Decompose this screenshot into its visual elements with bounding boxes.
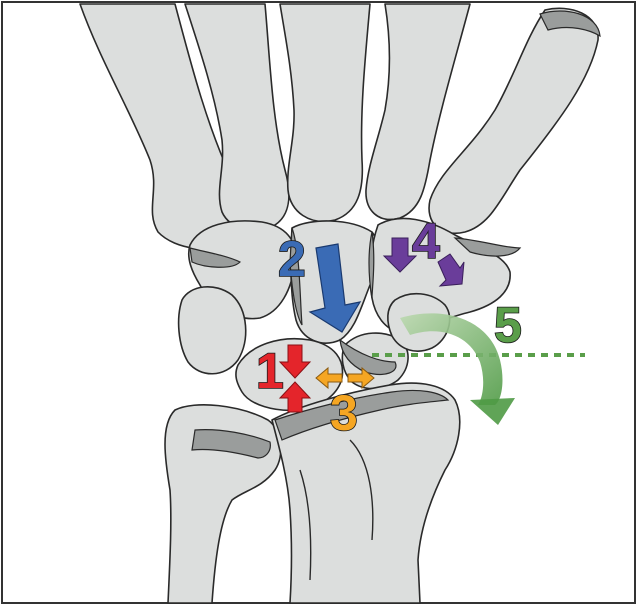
trapezium xyxy=(179,287,246,374)
label-four: 4 xyxy=(412,213,440,269)
forearm-bones xyxy=(165,383,460,603)
label-five: 5 xyxy=(494,297,522,353)
label-two: 2 xyxy=(278,231,306,287)
label-one: 1 xyxy=(256,343,284,399)
metacarpal-3b xyxy=(280,4,370,221)
label-three: 3 xyxy=(330,385,358,441)
